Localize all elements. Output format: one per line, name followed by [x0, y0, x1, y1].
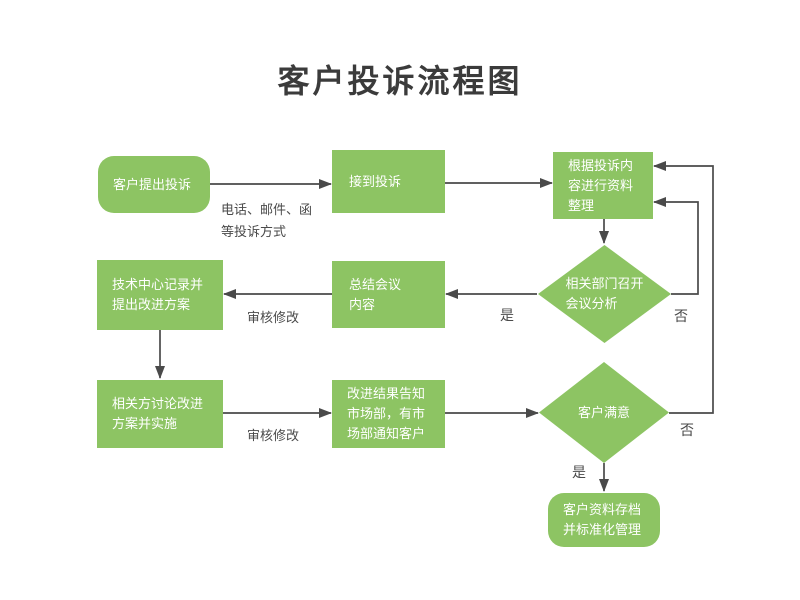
- edge-label-no-1: 否: [674, 308, 688, 324]
- page-title: 客户投诉流程图: [277, 63, 523, 99]
- node-discuss: 相关方讨论改进 方案并实施: [97, 380, 223, 448]
- node-receive: 接到投诉: [332, 150, 445, 213]
- connector-meeting-no-loop: [653, 197, 699, 295]
- node-satisfied-decision-label: 客户满意: [577, 404, 630, 420]
- edge-label-review-revise-1: 审核修改: [247, 310, 300, 325]
- node-summary-label: 总结会议 内容: [349, 276, 402, 312]
- node-notify: 改进结果告知 市场部，有市 场部通知客户: [332, 380, 445, 448]
- node-summary: 总结会议 内容: [332, 261, 445, 328]
- connector-satisfied-no-loop: [653, 161, 714, 414]
- edge-label-complaint-methods: 电话、邮件、函 等投诉方式: [221, 202, 313, 239]
- node-receive-label: 接到投诉: [349, 173, 402, 189]
- node-tech-label: 技术中心记录并 提出改进方案: [112, 277, 204, 312]
- node-start: 客户提出投诉: [98, 156, 210, 213]
- node-meeting-decision-label: 相关部门召开 会议分析: [565, 276, 644, 311]
- edge-label-no-2: 否: [680, 422, 694, 438]
- node-discuss-label: 相关方讨论改进 方案并实施: [112, 396, 204, 431]
- edge-label-yes-1: 是: [500, 307, 514, 323]
- node-tech: 技术中心记录并 提出改进方案: [97, 260, 223, 330]
- node-start-label: 客户提出投诉: [113, 176, 192, 192]
- node-organize: 根据投诉内 容进行资料 整理: [553, 152, 653, 219]
- node-archive-label: 客户资料存档 并标准化管理: [563, 502, 642, 537]
- node-organize-label: 根据投诉内 容进行资料 整理: [568, 157, 634, 213]
- node-notify-label: 改进结果告知 市场部，有市 场部通知客户: [347, 386, 426, 441]
- edge-label-yes-2: 是: [572, 464, 586, 480]
- edge-label-review-revise-2: 审核修改: [247, 428, 300, 443]
- node-archive: 客户资料存档 并标准化管理: [548, 493, 660, 547]
